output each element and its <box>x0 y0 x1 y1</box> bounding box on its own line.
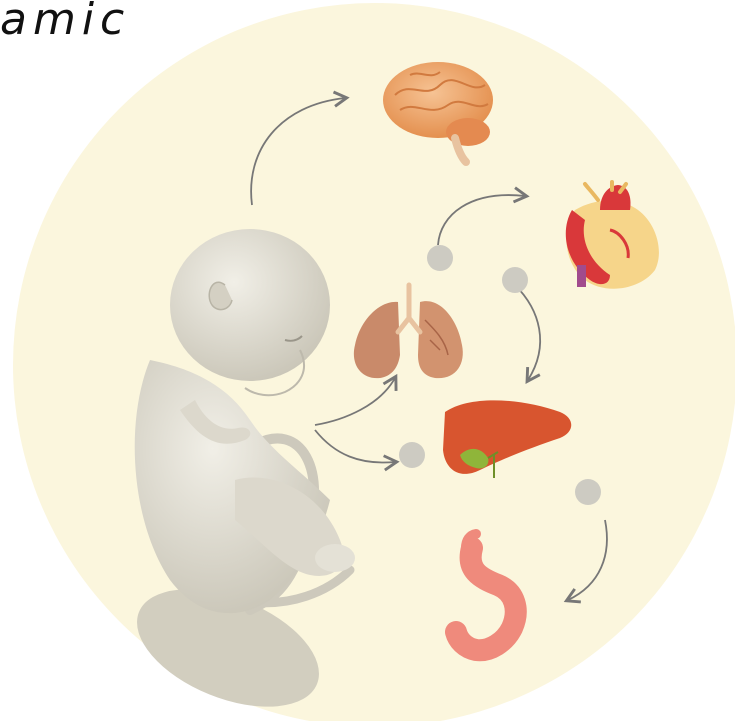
dot-4 <box>575 479 601 505</box>
dot-3 <box>399 442 425 468</box>
dot-1 <box>427 245 453 271</box>
dot-2 <box>502 267 528 293</box>
